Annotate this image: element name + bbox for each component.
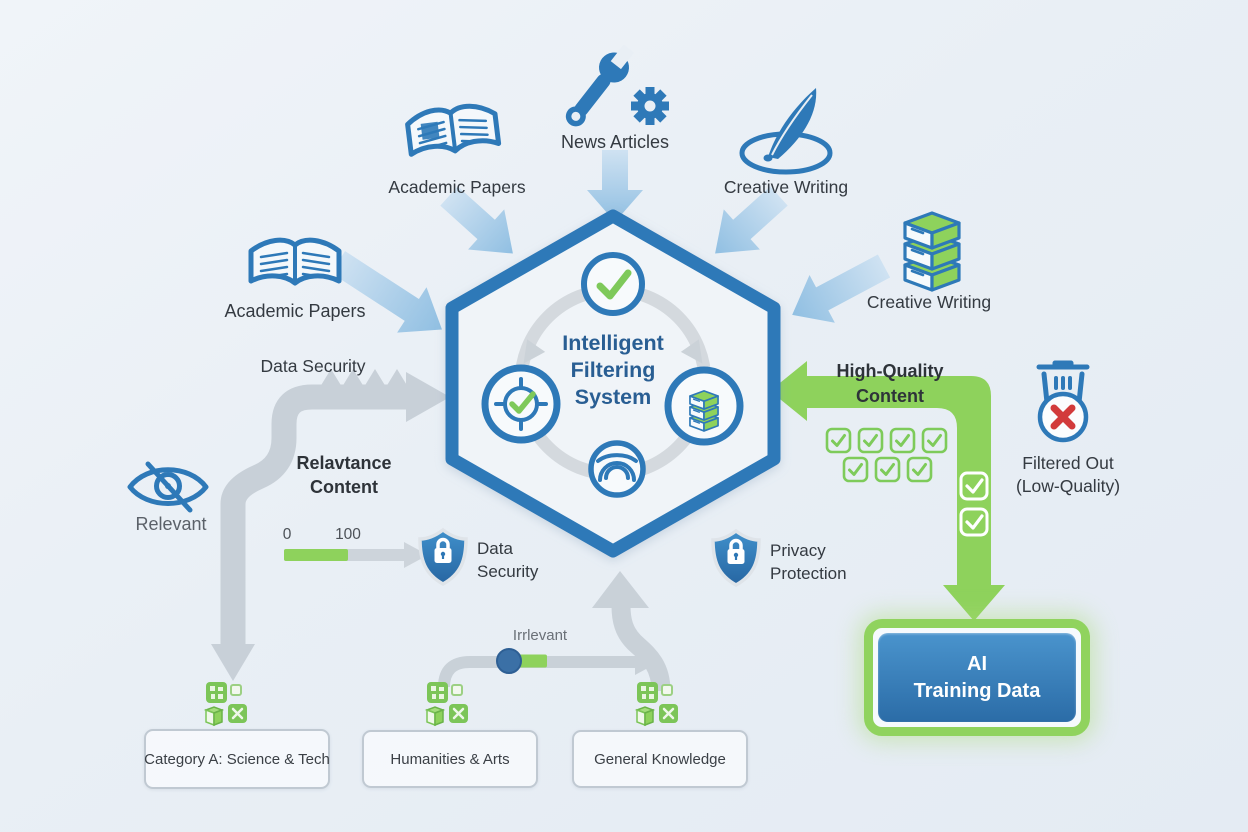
label-academic-papers-top: Academic Papers <box>388 177 526 197</box>
down-branch-arrowhead <box>211 644 255 681</box>
arrow-academic-left-to-hexagon <box>323 239 457 353</box>
filtering-system-hexagon <box>445 209 781 558</box>
open-book-icon-top <box>406 103 499 156</box>
progress-fill <box>284 549 348 561</box>
eye-slash-icon <box>127 461 209 513</box>
wrench-gear-icon <box>565 44 669 127</box>
reject-x-icon <box>1050 404 1076 430</box>
scale-min-label: 0 <box>282 526 292 543</box>
hexagon-title-line2: Filtering <box>570 358 656 382</box>
checked-items-on-bar <box>959 471 989 537</box>
hexagon-title-line3: System <box>574 385 652 409</box>
humanities-icons <box>425 680 470 727</box>
label-relevance-content: Relavtance Content <box>296 453 392 497</box>
ai-training-data-inner: AI Training Data <box>878 633 1076 722</box>
trash-filtered-out-icon <box>1036 360 1090 443</box>
open-book-icon-left <box>251 240 339 283</box>
slider-knob <box>496 648 522 674</box>
label-news-articles: News Articles <box>560 132 670 152</box>
ai-box-line2: Training Data <box>913 679 1041 702</box>
cycle-arrowhead-left <box>523 339 546 364</box>
up-arrowhead <box>592 571 649 608</box>
label-high-quality-content: High-Quality Content <box>836 361 944 406</box>
zigzag-arrowhead <box>406 372 450 422</box>
category-box-humanities-arts: Humanities & Arts <box>362 730 538 788</box>
hexagon-title: Intelligent Filtering System <box>562 330 664 411</box>
category-a-icons <box>204 680 249 727</box>
label-academic-papers-left: Academic Papers <box>224 301 366 321</box>
data-stack-icon-right <box>905 213 959 290</box>
database-stack-icon <box>664 366 744 446</box>
high-quality-arrow <box>770 361 1005 621</box>
quality-checkbox-grid <box>825 427 948 483</box>
target-check-icon <box>481 364 561 444</box>
ai-box-line1: AI <box>967 652 987 675</box>
label-relevant: Relevant <box>135 514 207 534</box>
label-irrelevant: Irrlevant <box>512 627 568 644</box>
privacy-protection-shield-icon <box>711 528 761 588</box>
category-box-general-knowledge: General Knowledge <box>572 730 748 788</box>
cycle-arrowhead-right <box>680 339 703 364</box>
label-data-security-shield: Data Security <box>477 539 539 581</box>
data-security-flow-arrow <box>211 369 450 681</box>
relevance-score-bar <box>284 542 428 568</box>
hexagon-title-line1: Intelligent <box>562 331 664 355</box>
label-privacy-protection: Privacy Protection <box>770 541 847 583</box>
label-filtered-out: Filtered Out (Low-Quality) <box>1015 453 1121 496</box>
data-security-shield-icon <box>418 527 468 587</box>
ai-training-data-box: AI Training Data <box>864 619 1090 736</box>
category-box-science-tech: Category A: Science & Tech <box>144 729 330 789</box>
quill-pen-icon <box>739 88 833 175</box>
signal-arcs-icon <box>588 440 646 498</box>
general-knowledge-icons <box>635 680 680 727</box>
label-creative-writing-top: Creative Writing <box>723 177 849 197</box>
scale-max-label: 100 <box>335 526 361 543</box>
approved-check-icon <box>581 252 645 316</box>
label-data-security-flow: Data Security <box>260 356 366 376</box>
label-creative-writing-right: Creative Writing <box>866 292 992 312</box>
